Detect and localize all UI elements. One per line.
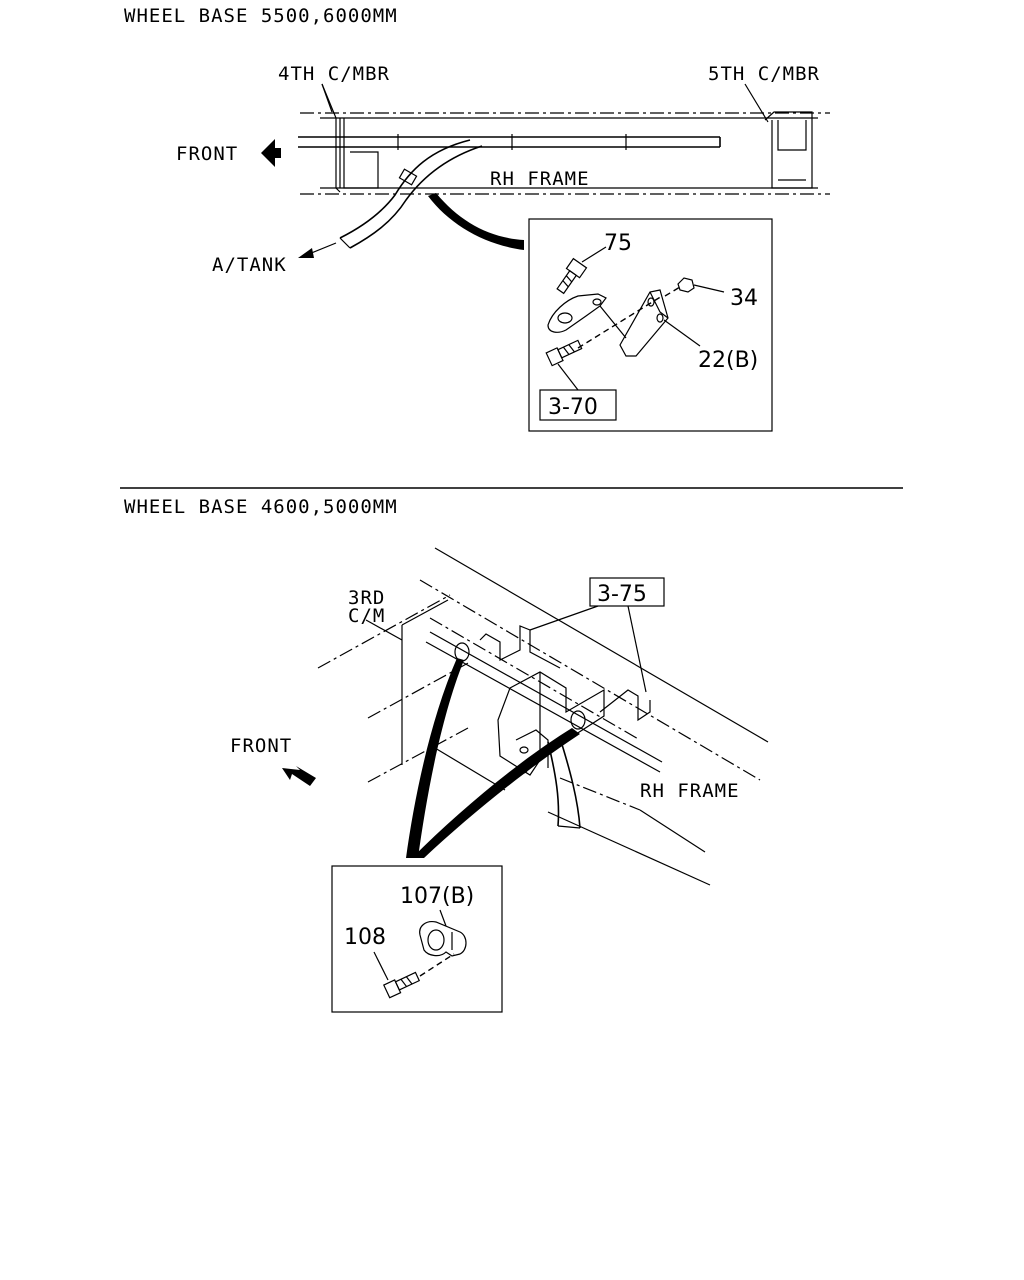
ref-3-75-box bbox=[589, 577, 665, 607]
label-3rd-member-line1: 3RD bbox=[348, 587, 385, 609]
callout-108: 108 bbox=[344, 925, 386, 950]
callout-34: 34 bbox=[730, 286, 758, 311]
label-4th-member: 4TH C/MBR bbox=[278, 63, 390, 85]
upper-frame-drawing bbox=[261, 83, 830, 258]
callout-107b: 107(B) bbox=[400, 884, 474, 909]
ref-3-75: 3-75 bbox=[597, 582, 647, 607]
upper-detail-box bbox=[528, 218, 773, 432]
label-rh-frame-upper: RH FRAME bbox=[490, 168, 590, 190]
upper-heading: WHEEL BASE 5500,6000MM bbox=[124, 5, 398, 27]
label-rh-frame-lower: RH FRAME bbox=[640, 780, 740, 802]
label-a-tank: A/TANK bbox=[212, 254, 287, 276]
callout-22b: 22(B) bbox=[698, 348, 758, 373]
label-front-lower: FRONT bbox=[230, 735, 292, 757]
lower-detail-box bbox=[331, 865, 503, 1013]
lower-heading: WHEEL BASE 4600,5000MM bbox=[124, 496, 398, 518]
ref-3-70: 3-70 bbox=[548, 395, 598, 420]
callout-75: 75 bbox=[604, 231, 632, 256]
lower-frame-drawing bbox=[282, 547, 769, 886]
label-front-upper: FRONT bbox=[176, 143, 238, 165]
label-5th-member: 5TH C/MBR bbox=[708, 63, 820, 85]
label-3rd-member-line2: C/M bbox=[348, 605, 385, 627]
